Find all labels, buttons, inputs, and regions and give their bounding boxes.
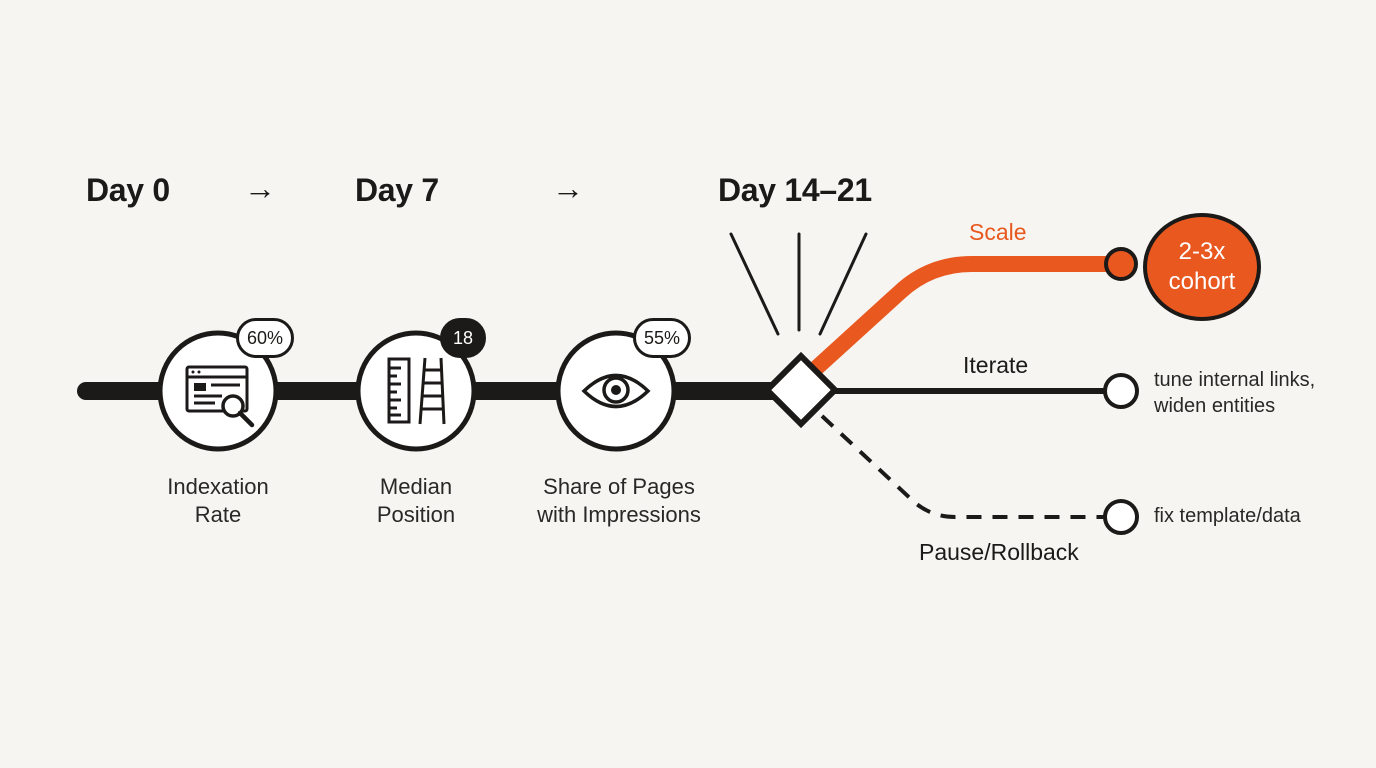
indexation-rate-badge: 60%: [236, 318, 294, 358]
ruler-ladder-icon: [387, 357, 446, 425]
eye-icon: [581, 373, 651, 409]
indexation-rate-caption: Indexation Rate: [167, 474, 269, 527]
impressions-share-caption: Share of Pages with Impressions: [537, 474, 701, 527]
day-14-21-label: Day 14–21: [718, 172, 872, 208]
pause-branch-title: Pause/Rollback: [919, 539, 1079, 565]
pause-end-node: [1103, 499, 1139, 535]
pause-branch-line: [820, 414, 1106, 519]
iterate-end-node: [1103, 373, 1139, 409]
iterate-branch-title: Iterate: [963, 352, 1029, 378]
scale-branch-line: [806, 256, 1110, 378]
arrow-right-icon: →: [552, 170, 584, 206]
day-7-label: Day 7: [355, 172, 439, 208]
pause-note: fix template/data: [1154, 505, 1301, 527]
median-position-badge: 18: [440, 318, 486, 358]
iterate-note: tune internal links, widen entities: [1154, 369, 1316, 417]
day-0-label: Day 0: [86, 172, 170, 208]
arrow-right-icon: →: [244, 170, 276, 206]
impressions-share-badge: 55%: [633, 318, 691, 358]
scale-branch-title: Scale: [969, 219, 1027, 245]
burst-line-right: [818, 232, 868, 336]
decision-diamond: [762, 351, 840, 429]
scale-end-node: [1104, 247, 1138, 281]
scale-outcome-bubble: 2-3x cohort: [1143, 213, 1261, 321]
browser-search-icon: [185, 365, 255, 428]
median-position-caption: Median Position: [376, 474, 456, 527]
burst-line-left: [729, 232, 780, 336]
